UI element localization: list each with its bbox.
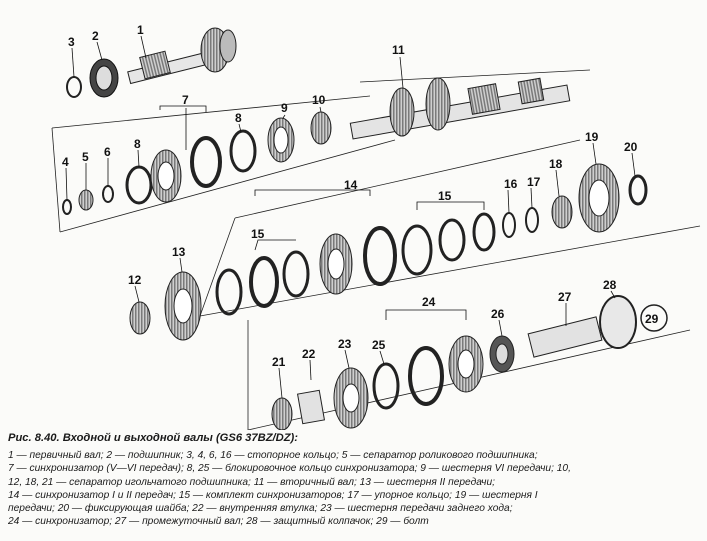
label-14: 14 xyxy=(344,178,358,192)
label-8-left: 8 xyxy=(134,137,141,151)
row-two-right-parts xyxy=(401,163,648,276)
output-shaft xyxy=(349,77,571,140)
label-20: 20 xyxy=(624,140,638,154)
exploded-shaft-diagram: 3 2 1 11 7 8 8 9 10 4 5 6 14 15 15 16 17… xyxy=(51,23,701,430)
input-shaft xyxy=(127,27,237,85)
label-26: 26 xyxy=(491,307,505,321)
leader-lines xyxy=(65,35,636,399)
label-18: 18 xyxy=(549,157,563,171)
label-13: 13 xyxy=(172,245,186,259)
label-15-left: 15 xyxy=(251,227,265,241)
label-24: 24 xyxy=(422,295,436,309)
label-11: 11 xyxy=(392,43,405,57)
label-17: 17 xyxy=(527,175,541,189)
label-16: 16 xyxy=(504,177,518,191)
snap-ring-3 xyxy=(66,76,82,98)
row-two-parts xyxy=(62,111,332,215)
group-brackets xyxy=(159,105,485,320)
label-1: 1 xyxy=(137,23,144,37)
figure-caption: Рис. 8.40. Входной и выходной валы (GS6 … xyxy=(8,432,700,528)
label-2: 2 xyxy=(92,29,99,43)
label-4: 4 xyxy=(62,155,69,169)
label-10: 10 xyxy=(312,93,326,107)
caption-title: Рис. 8.40. Входной и выходной валы (GS6 … xyxy=(8,432,299,444)
label-7: 7 xyxy=(182,93,189,107)
label-6: 6 xyxy=(104,145,111,159)
label-5: 5 xyxy=(82,150,89,164)
label-19: 19 xyxy=(585,130,599,144)
caption-line: 7 — синхронизатор (V—VI передач); 8, 25 … xyxy=(8,463,571,475)
label-27: 27 xyxy=(558,290,572,304)
caption-line: 12, 18, 21 — сепаратор игольчатого подши… xyxy=(8,476,495,488)
label-25: 25 xyxy=(372,338,386,352)
caption-line: 14 — синхронизатор I и II передач; 15 — … xyxy=(8,489,538,501)
caption-line: передачи; 20 — фиксирующая шайба; 22 — в… xyxy=(8,503,513,515)
label-8-right: 8 xyxy=(235,111,242,125)
label-21: 21 xyxy=(272,355,286,369)
label-22: 22 xyxy=(302,347,316,361)
caption-line: 24 — синхронизатор; 27 — промежуточный в… xyxy=(8,516,429,528)
caption-line: 1 — первичный вал; 2 — подшипник; 3, 4, … xyxy=(8,450,538,462)
part-labels: 3 2 1 11 7 8 8 9 10 4 5 6 14 15 15 16 17… xyxy=(62,23,659,369)
label-23: 23 xyxy=(338,337,352,351)
row-three-parts xyxy=(129,226,397,341)
label-3: 3 xyxy=(68,35,75,49)
bearing-2 xyxy=(89,58,119,98)
row-four-parts xyxy=(271,295,668,430)
label-9: 9 xyxy=(281,101,288,115)
label-28: 28 xyxy=(603,278,617,292)
label-12: 12 xyxy=(128,273,142,287)
label-15-right: 15 xyxy=(438,189,452,203)
label-29: 29 xyxy=(645,312,659,326)
